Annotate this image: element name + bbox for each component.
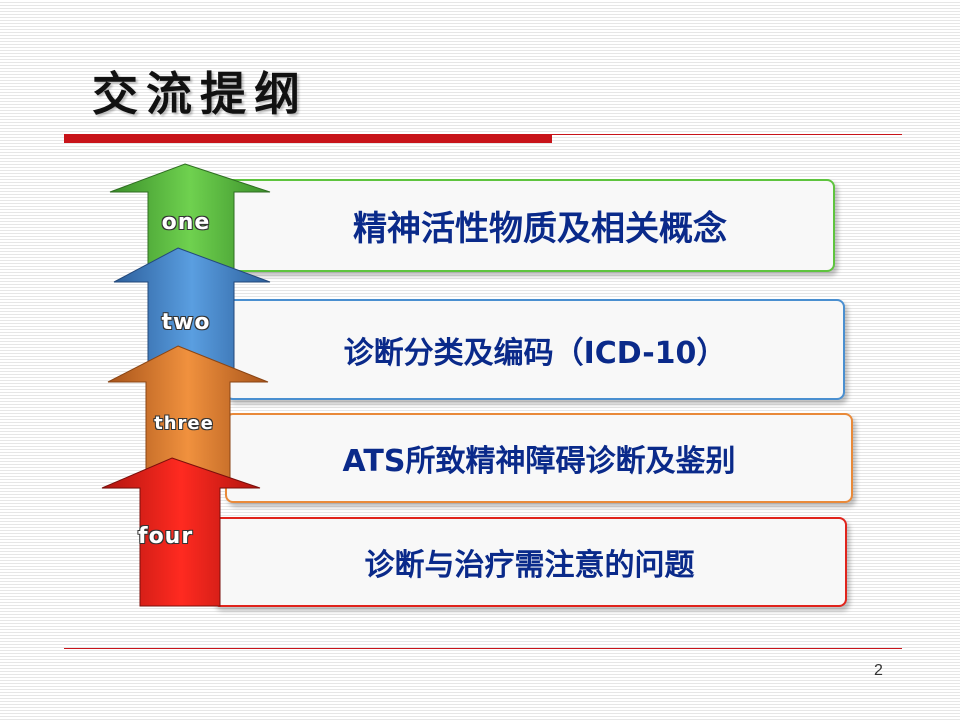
outline-item-2-code: ICD-10 [583,335,697,371]
footer-line [64,648,902,649]
arrow-four-label: four [138,524,194,549]
outline-item-2[interactable]: 诊断分类及编码（ICD-10） [225,299,845,400]
title-underline-bar [64,134,552,143]
arrow-three-label: three [154,413,214,434]
outline-item-2-text-cn: 诊断分类及编码（ [343,335,584,371]
outline-item-2-text-end: ） [696,335,727,371]
arrow-one-label: one [161,210,211,235]
outline-item-1[interactable]: 精神活性物质及相关概念 [225,179,835,272]
outline-item-3-code: ATS [342,444,406,479]
arrow-two-label: two [161,310,211,335]
arrow-four-icon [101,457,261,607]
outline-item-3[interactable]: ATS所致精神障碍诊断及鉴别 [225,413,853,503]
slide-title: 交流提纲 [92,67,308,121]
outline-item-3-text-cn: 所致精神障碍诊断及鉴别 [405,444,736,479]
outline-item-2-text: 诊断分类及编码（ICD-10） [344,328,727,372]
outline-item-4[interactable]: 诊断与治疗需注意的问题 [212,517,847,607]
outline-item-1-text: 精神活性物质及相关概念 [353,209,727,249]
outline-item-3-text: ATS所致精神障碍诊断及鉴别 [343,436,736,480]
outline-item-4-text: 诊断与治疗需注意的问题 [364,548,695,583]
title-underline-line [552,134,902,135]
page-number: 2 [874,662,883,679]
